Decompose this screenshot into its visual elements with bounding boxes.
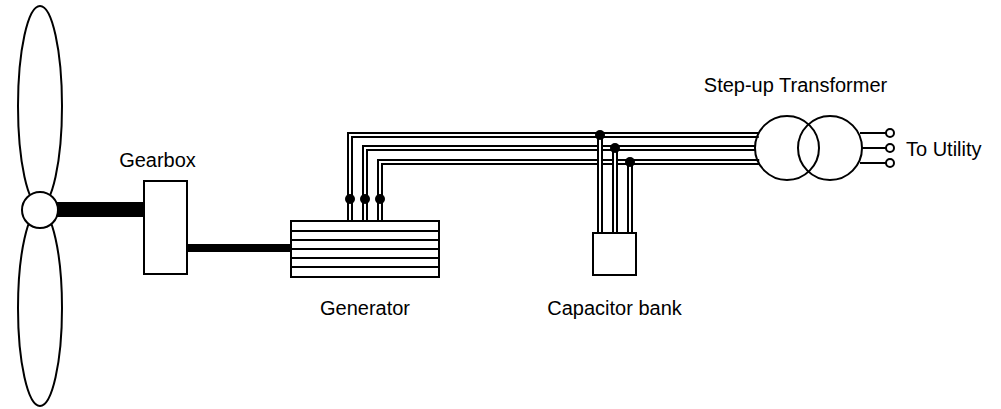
component-label: Gearbox [119, 148, 196, 172]
rotor-hub [22, 192, 58, 228]
wire-outline [597, 135, 603, 233]
rotor-blades [18, 6, 62, 406]
wire-outline [350, 135, 759, 221]
transformer-symbol: Step-up Transformer [754, 115, 863, 181]
terminal-lead [862, 147, 886, 149]
wire-core [365, 148, 756, 221]
three-phase-bus [345, 135, 759, 221]
winding-line [292, 257, 438, 259]
transformer-coils [754, 115, 863, 181]
junction-dot [375, 194, 385, 204]
component-label: Capacitor bank [547, 296, 682, 320]
wire-outline [627, 162, 633, 233]
utility-terminals [860, 129, 894, 167]
gearbox-box: Gearbox [143, 180, 188, 275]
terminal-lead [860, 132, 886, 134]
terminal-lead [860, 162, 886, 164]
wire-core [599, 135, 601, 233]
junction-dot [595, 130, 605, 140]
junction-dot [345, 194, 355, 204]
drive-shaft [188, 244, 290, 252]
wire-outline [612, 148, 618, 233]
terminal-circle [886, 129, 894, 137]
wire-outline [365, 148, 756, 221]
wire-core [614, 148, 616, 233]
component-label: Generator [320, 296, 410, 320]
lower-blade [18, 210, 62, 406]
generator-windings [292, 222, 438, 276]
winding-line [292, 248, 438, 250]
terminal-label: To Utility [906, 137, 982, 161]
junction-dot [625, 157, 635, 167]
terminal-circle [886, 144, 894, 152]
terminal-circle [886, 159, 894, 167]
upper-blade [18, 6, 62, 206]
winding-line [292, 266, 438, 268]
junction-dot [360, 194, 370, 204]
winding-line [292, 239, 438, 241]
generator-box: Generator [290, 220, 440, 278]
wire-core [380, 162, 759, 221]
component-label: Step-up Transformer [704, 73, 887, 97]
wire-core [629, 162, 631, 233]
winding-line [292, 230, 438, 232]
wire-core [350, 135, 759, 221]
wire-outline [380, 162, 759, 221]
capacitor-tap [595, 130, 635, 233]
junction-dot [610, 143, 620, 153]
rotor-shaft [56, 202, 144, 217]
capacitor-bank-box: Capacitor bank [592, 232, 637, 276]
shaft-bar [188, 244, 290, 252]
secondary-coil [798, 116, 862, 180]
primary-coil [755, 116, 819, 180]
